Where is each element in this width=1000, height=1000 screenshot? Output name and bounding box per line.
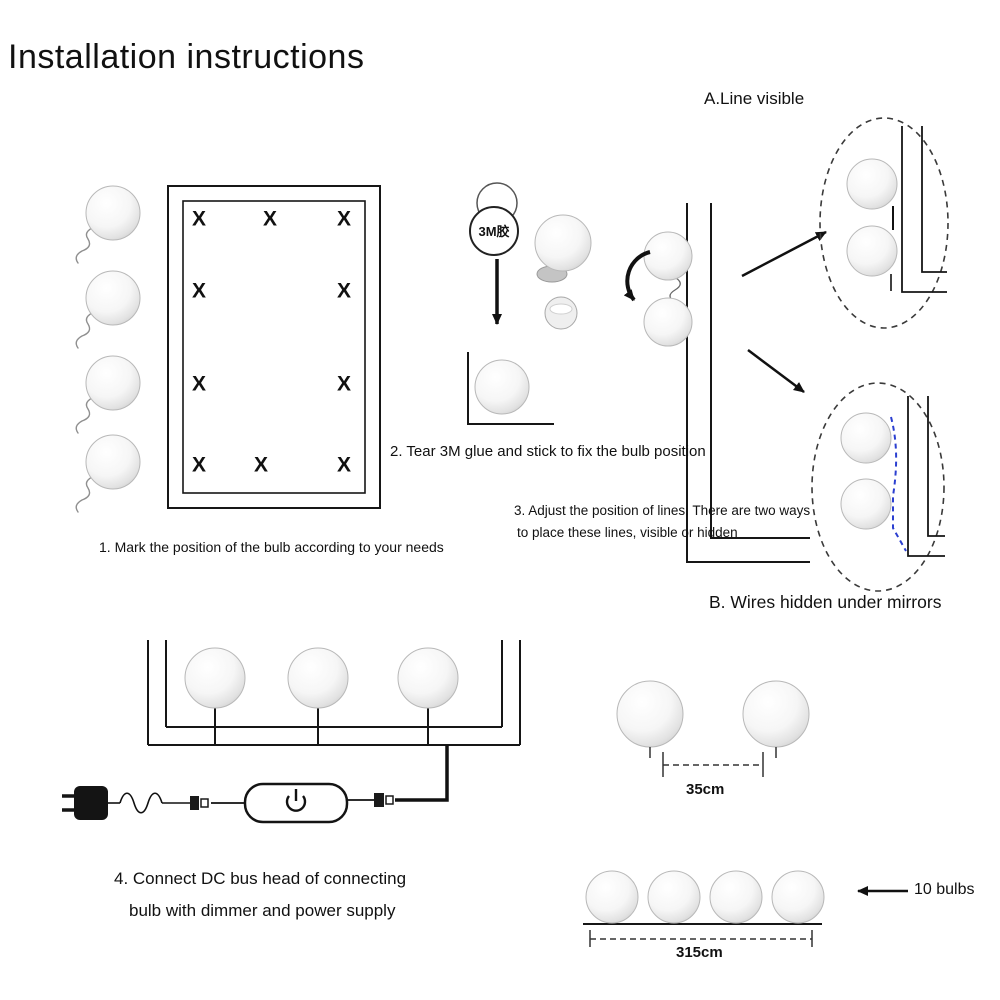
option-b-label: B. Wires hidden under mirrors xyxy=(709,592,942,612)
bulb-position-mark: X xyxy=(336,207,352,231)
bulb-position-mark: X xyxy=(191,372,207,396)
bulb xyxy=(85,270,141,326)
plug-prongs xyxy=(62,794,74,812)
step4-caption-line2: bulb with dimmer and power supply xyxy=(129,901,396,920)
bulb xyxy=(643,297,693,347)
step4-caption-line1: 4. Connect DC bus head of connecting xyxy=(114,869,407,888)
option-arrows xyxy=(741,230,827,393)
bulb xyxy=(846,225,898,277)
glue-pad-top xyxy=(549,303,573,315)
step2-caption: 2. Tear 3M glue and stick to fix the bul… xyxy=(390,443,706,460)
page-title: Installation instructions xyxy=(8,38,365,76)
power-plug xyxy=(74,786,108,820)
arrow-to-hidden-option xyxy=(747,349,805,393)
dc-connector xyxy=(385,795,394,805)
bulb-position-mark: X xyxy=(336,279,352,303)
dc-connector xyxy=(200,798,209,808)
power-connection-assembly xyxy=(62,640,521,824)
bulb xyxy=(771,870,825,924)
detail-oval xyxy=(811,382,945,592)
arrow-to-visible-option xyxy=(741,230,827,278)
mirror-corner xyxy=(467,352,554,425)
bulb-position-mark: X xyxy=(191,453,207,477)
bulb xyxy=(474,359,530,415)
glue-step-illustration: 3M胶 xyxy=(467,182,592,425)
bulb xyxy=(585,870,639,924)
power-icon xyxy=(285,795,307,812)
bulb xyxy=(85,355,141,411)
bulb-position-mark: X xyxy=(191,279,207,303)
mirror-frame-step1 xyxy=(167,185,381,509)
bulb-wire-tail xyxy=(75,226,95,264)
detail-oval xyxy=(819,117,949,329)
spacing-dimension-label: 35cm xyxy=(686,781,725,798)
bulb-spacing-diagram xyxy=(616,680,810,777)
hidden-wire xyxy=(890,416,907,552)
bulb xyxy=(846,158,898,210)
glue-badge-label: 3M胶 xyxy=(478,224,509,239)
step3-caption-line1: 3. Adjust the position of lines. There a… xyxy=(514,503,811,518)
bulb-position-mark: X xyxy=(336,372,352,396)
bulb-position-mark: X xyxy=(191,207,207,231)
bulb xyxy=(647,870,701,924)
dc-bus-wire xyxy=(395,745,449,802)
bulb-wire-tail xyxy=(75,475,95,513)
bulb-stems xyxy=(214,705,429,745)
step3-caption-line2: to place these lines, visible or hidden xyxy=(517,525,738,540)
loose-bulbs-column xyxy=(75,185,141,513)
bulb xyxy=(534,214,592,272)
bulb-position-mark: X xyxy=(262,207,278,231)
option-a-label: A.Line visible xyxy=(704,89,805,108)
bulb xyxy=(840,412,892,464)
total-length-diagram xyxy=(583,870,908,947)
bulb xyxy=(709,870,763,924)
bulb-count-label: 10 bulbs xyxy=(914,881,975,898)
bulb xyxy=(287,647,349,709)
bulb xyxy=(85,185,141,241)
step1-caption: 1. Mark the position of the bulb accordi… xyxy=(99,539,444,555)
bulb xyxy=(397,647,459,709)
wire-adjust-strip xyxy=(623,203,810,563)
bulb-wire-tail xyxy=(75,396,95,434)
hidden-wire-oval xyxy=(811,382,945,592)
bulb-position-mark: X xyxy=(336,453,352,477)
dc-connector xyxy=(190,796,199,810)
bulb-position-mark: X xyxy=(253,453,269,477)
bulb xyxy=(840,478,892,530)
dc-connector xyxy=(374,793,384,807)
bulb xyxy=(643,231,693,281)
bulb xyxy=(184,647,246,709)
visible-wire-oval xyxy=(819,117,949,329)
bulb xyxy=(616,680,684,748)
glue-badge xyxy=(469,206,519,256)
curved-arrow xyxy=(623,250,651,302)
total-length-dimension-label: 315cm xyxy=(676,944,723,961)
bulb xyxy=(85,434,141,490)
coiled-cord xyxy=(119,792,163,814)
bulb xyxy=(742,680,810,748)
bulb-wire-tail xyxy=(75,311,95,349)
